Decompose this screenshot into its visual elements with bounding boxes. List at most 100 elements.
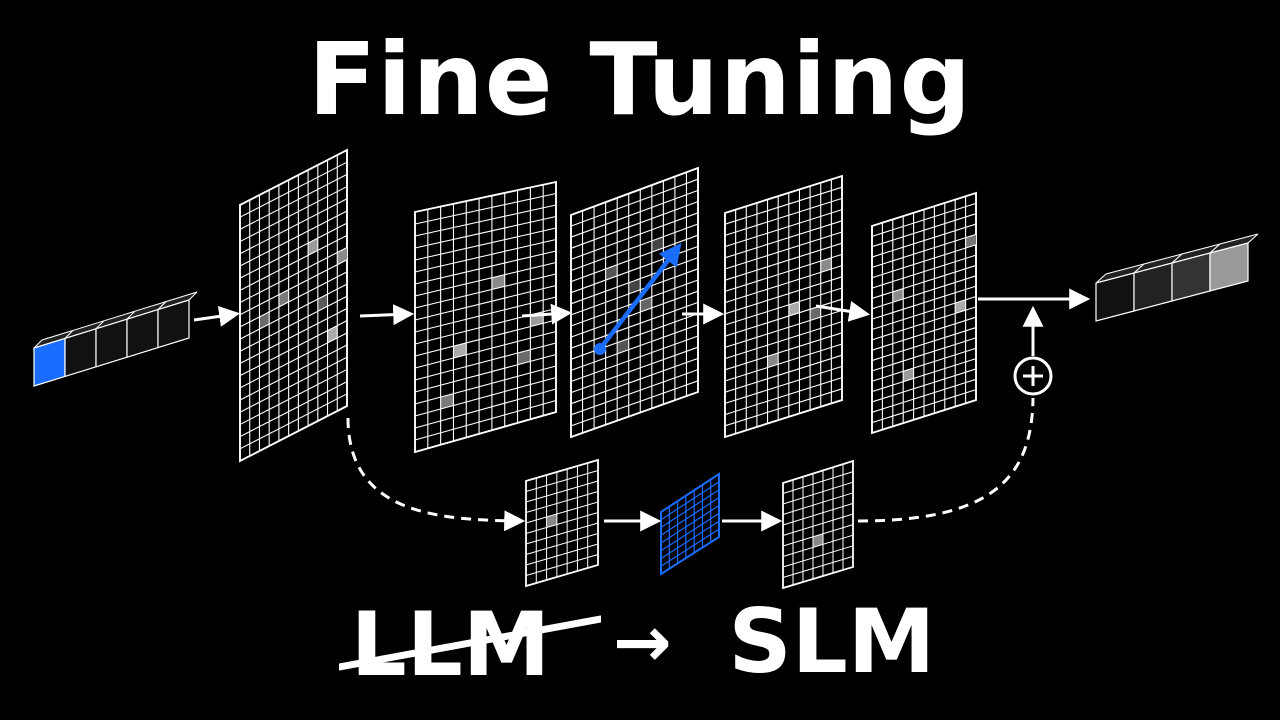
layer-panel-4-gridline	[724, 298, 843, 337]
layer-panel-3-gridline	[570, 380, 699, 427]
adapter-panel-blue-gridline	[660, 481, 720, 521]
layer-panel-4-gridline	[724, 321, 843, 360]
layer-panel-5-gridline	[871, 327, 977, 362]
layer-panel-3	[570, 166, 699, 439]
layer-panel-1-gridline	[239, 161, 348, 218]
bypass-dashed-line-out	[857, 397, 1035, 523]
layer-panel-4-gridline	[724, 220, 843, 259]
old-model-label: LLM	[338, 595, 601, 689]
adapter-panel-3-gridline	[782, 524, 854, 547]
layer-panel-1	[239, 148, 348, 463]
layer-panel-2-gridline	[414, 250, 557, 285]
layer-panel-1-gridline	[239, 320, 348, 377]
page-title: Fine Tuning	[307, 21, 973, 138]
layer-panel-1-gridline	[239, 198, 348, 255]
layer-panel-3-gridline	[570, 290, 699, 338]
layer-panel-1-frame	[239, 148, 348, 463]
layer-panel-1-gridline	[239, 234, 348, 291]
layer-panel-4-gridline	[724, 197, 843, 236]
arrow-right-icon: →	[613, 601, 672, 684]
layer-panel-5-gridline	[871, 378, 977, 413]
layer-panel-1-gridline	[239, 247, 348, 304]
layer-panel-1-gridline	[239, 307, 348, 364]
layer-panel-3-gridline	[570, 357, 699, 405]
layer-panel-1-gridline	[239, 381, 348, 438]
layer-panel-1-gridline	[239, 368, 348, 425]
layer-panel-2-gridline	[414, 388, 557, 429]
layer-panel-5-gridline	[871, 233, 977, 268]
layer-panel-5-gridline	[871, 285, 977, 320]
layer-panel-1-gridline	[239, 356, 348, 413]
strikethrough-line	[338, 615, 601, 671]
flow-arrow	[359, 304, 415, 326]
new-model-label: SLM	[728, 590, 936, 694]
layer-panel-2-gridline	[414, 399, 557, 441]
adapter-panel-1-gridline	[525, 512, 599, 534]
layer-panel-3-gridline	[570, 313, 699, 360]
layer-panel-2	[414, 180, 557, 454]
layer-panel-5-gridline	[871, 264, 977, 299]
adapter-panel-blue-gridline	[660, 497, 720, 536]
layer-panel-4-cell	[820, 257, 832, 273]
layer-panel-5-cell	[955, 299, 966, 314]
adapter-panel-blue-gridline	[660, 504, 720, 544]
layer-panel-5-cell	[965, 234, 976, 249]
layer-panel-3-cell	[640, 296, 652, 313]
adapter-panel-blue-gridline	[660, 520, 720, 560]
layer-panel-5-cell	[903, 368, 914, 382]
adapter-panel-1-gridline	[525, 501, 599, 524]
adapter-panel-1-gridline	[525, 522, 599, 545]
layer-panel-4	[724, 174, 843, 439]
layer-panel-5-gridline	[871, 244, 977, 279]
adapter-panel-3-gridline	[782, 545, 854, 568]
layer-panel-3-gridline	[570, 201, 699, 249]
layer-panel-4-gridline	[724, 343, 843, 382]
layer-panel-5-gridline	[871, 223, 977, 258]
adapter-panel-3-gridline	[782, 555, 854, 578]
layer-panel-2-gridline	[414, 227, 557, 261]
layer-panel-4-gridline	[724, 388, 843, 427]
layer-panel-3-gridline	[570, 212, 699, 260]
layer-panel-5-gridline	[871, 347, 977, 382]
layer-panel-4-gridline	[724, 377, 843, 416]
layer-panel-5-gridline	[871, 316, 977, 351]
layer-panel-5	[871, 191, 977, 435]
layer-panel-4-cell	[788, 301, 800, 317]
layer-panel-4-gridline	[724, 253, 843, 292]
layer-panel-3-cell	[617, 338, 629, 354]
adapter-panel-1-gridline	[525, 491, 599, 513]
layer-panel-4-cell	[767, 352, 779, 368]
layer-panel-2-cell	[517, 349, 531, 365]
layer-panel-3-gridline	[570, 178, 699, 227]
layer-panel-2-gridline	[414, 330, 557, 369]
flow-arrow	[521, 303, 573, 325]
layer-panel-4-gridline	[724, 365, 843, 404]
input-token-vector	[33, 291, 198, 387]
layer-panel-3-gridline	[570, 301, 699, 349]
layer-panel-2-cell	[453, 342, 467, 359]
bottom-caption: LLM → SLM	[0, 592, 1280, 702]
adapter-panel-blue-gridline	[660, 528, 720, 567]
adapter-panel-3-gridline	[782, 492, 854, 515]
adapter-panel-3	[782, 459, 854, 590]
layer-panel-4-gridline	[724, 242, 843, 281]
layer-panel-2-gridline	[414, 284, 557, 321]
adapter-panel-3-gridline	[782, 502, 854, 526]
layer-panel-5-cell	[892, 288, 904, 303]
layer-panel-5-gridline	[871, 368, 977, 403]
layer-panel-3-cell	[605, 264, 618, 281]
layer-panel-4-gridline	[724, 186, 843, 225]
adapter-panel-1-gridline	[525, 470, 599, 492]
layer-panel-1-gridline	[239, 186, 348, 243]
adapter-panel-blue	[660, 472, 720, 576]
adapter-panel-1	[525, 458, 599, 588]
flow-arrow	[193, 305, 241, 327]
layer-panel-2-gridline	[414, 353, 557, 393]
layer-panel-4-gridline	[724, 209, 843, 248]
bypass-dashed-arrow-in	[346, 417, 526, 532]
layer-panel-2-cell	[440, 393, 454, 409]
layer-panel-2-gridline	[414, 215, 557, 249]
layer-panel-1-gridline	[239, 271, 348, 328]
layer-panel-2-gridline	[414, 204, 557, 237]
layer-panel-3-gridline	[570, 335, 699, 383]
